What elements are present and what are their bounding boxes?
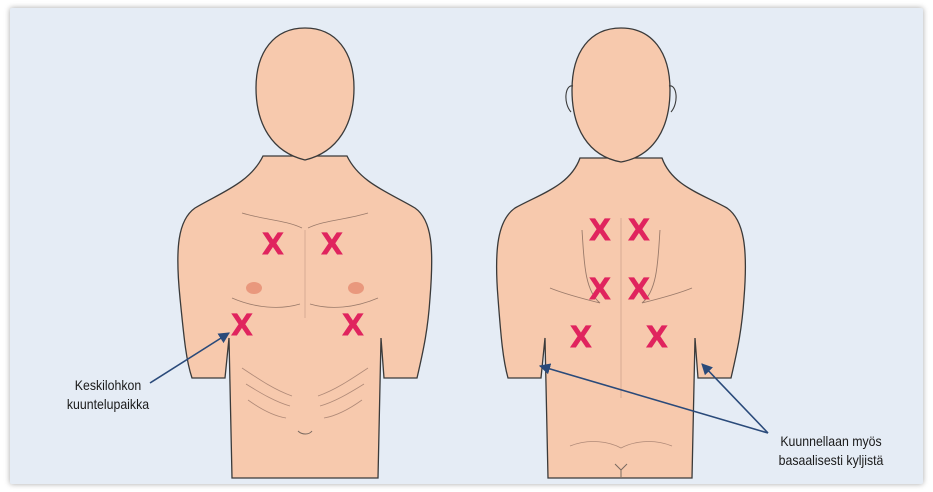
label-middle-lobe: Keskilohkon kuuntelupaikka (55, 376, 161, 414)
marker-front-middle-lobe: X (230, 309, 253, 344)
front-nipple-right (246, 282, 262, 294)
label-middle-lobe-line1: Keskilohkon (55, 376, 161, 395)
front-nipple-left (348, 282, 364, 294)
marker-back-middle-left: X (588, 273, 611, 308)
marker-front-upper-left: X (320, 228, 343, 263)
marker-front-lower-left: X (341, 309, 364, 344)
label-basal-line2: basaalisesti kyljistä (756, 451, 906, 470)
marker-back-lower-left: X (569, 321, 592, 356)
marker-back-lower-right: X (645, 321, 668, 356)
marker-back-upper-left: X (588, 214, 611, 249)
label-middle-lobe-line2: kuuntelupaikka (55, 395, 161, 414)
back-torso-figure (497, 28, 746, 478)
back-head (572, 28, 670, 162)
label-basal-line1: Kuunnellaan myös (756, 432, 906, 451)
front-torso-figure (178, 28, 432, 478)
marker-front-upper-right: X (261, 228, 284, 263)
marker-back-middle-right: X (627, 273, 650, 308)
auscultation-diagram: X X X X X X X X X X Keskilohkon kuuntelu… (10, 8, 923, 484)
marker-back-upper-right: X (627, 214, 650, 249)
front-head (256, 28, 354, 160)
label-basal: Kuunnellaan myös basaalisesti kyljistä (756, 432, 906, 470)
